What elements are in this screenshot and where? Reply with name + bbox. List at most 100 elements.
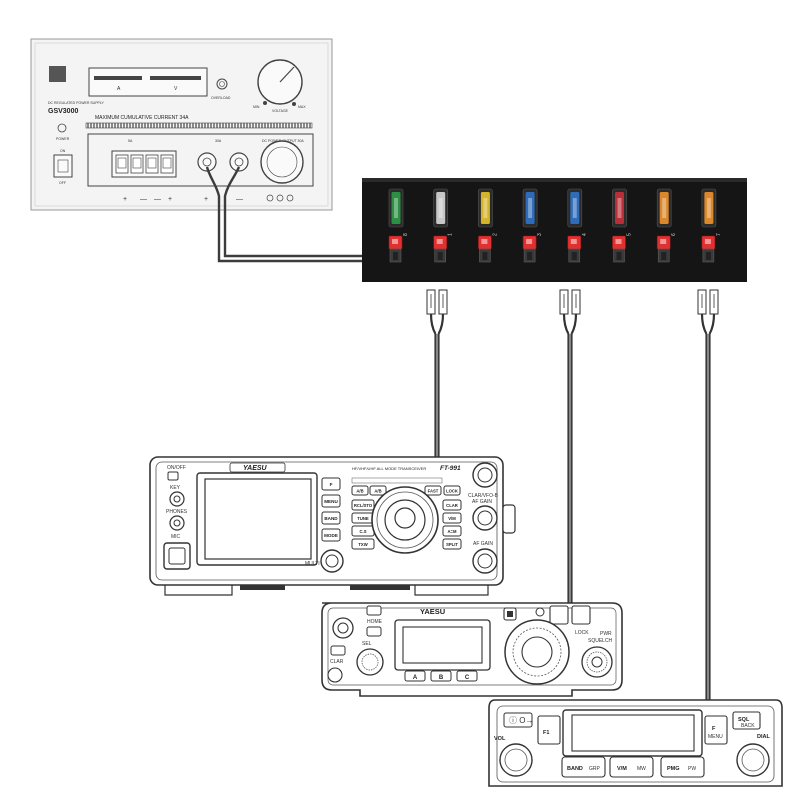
radio-button[interactable]: LOCK xyxy=(443,485,461,496)
radio-button[interactable]: A/B xyxy=(351,485,369,496)
radio-button-label: MENU xyxy=(324,499,338,504)
radio-button-label: V/M xyxy=(448,516,456,521)
blade-fuse[interactable] xyxy=(704,192,714,224)
mobile-sel-knob[interactable] xyxy=(356,648,384,676)
output-panel xyxy=(87,133,314,187)
mobile-mic-jack[interactable] xyxy=(332,617,354,639)
radio-button-label: MODE xyxy=(324,533,338,538)
mobile-small-knob[interactable] xyxy=(327,667,343,683)
radio-button[interactable]: MODE xyxy=(321,528,341,542)
overload-label: OVERLOAD xyxy=(211,96,231,100)
radio-button[interactable]: CLAR xyxy=(442,499,462,511)
radio-button-label: CLAR xyxy=(446,503,458,508)
ftm-f1-button[interactable] xyxy=(537,715,561,745)
ft991-clar-label: CLAR/VFO-B xyxy=(468,493,499,499)
radio-button[interactable]: TUNE xyxy=(351,512,375,524)
radio-button[interactable]: C.S xyxy=(351,525,375,537)
mobile-display xyxy=(402,626,483,664)
binding-post-positive[interactable] xyxy=(197,152,217,172)
fuse-channel: 3 xyxy=(522,188,543,263)
abc-button[interactable]: A xyxy=(404,670,426,682)
ft991-on-off: ON/OFF xyxy=(167,465,186,471)
ft991-touch-screen[interactable] xyxy=(204,478,312,560)
ftm-sql-label: SQL xyxy=(738,717,750,723)
ft991-power-button[interactable] xyxy=(167,471,179,481)
radio-button[interactable]: A=M xyxy=(442,525,462,537)
ft991-af-knob[interactable] xyxy=(472,505,498,531)
ft991-key-label: KEY xyxy=(170,485,181,491)
ft991-multi-knob[interactable] xyxy=(320,549,344,573)
drop-cable xyxy=(697,289,719,700)
max-label: MAX xyxy=(298,105,306,109)
ft991-model: FT-991 xyxy=(440,465,461,472)
psu-model: GSV3000 xyxy=(48,108,78,115)
radio-button[interactable]: RCL/STO xyxy=(351,499,375,511)
mobile-lock-button[interactable] xyxy=(549,605,569,625)
ft991-phones-jack[interactable] xyxy=(169,515,185,531)
terminal-block-label: 5A xyxy=(128,139,133,143)
radio-ftm-mobile: ⓘ O→ VOL F1 F MENU SQL BACK DIAL BAND GR… xyxy=(488,699,783,787)
radio-button-label: TUNE xyxy=(357,516,369,521)
mobile-squelch-label: SQUELCH xyxy=(588,638,613,644)
radio-button[interactable]: V/M xyxy=(442,512,462,524)
psu-tiny-caption: DC REGULATED POWER SUPPLY xyxy=(48,101,105,105)
blade-fuse[interactable] xyxy=(391,192,401,224)
ftm-pmg-button[interactable] xyxy=(660,756,705,778)
ft991-af-gain-label: AF GAIN xyxy=(472,499,492,505)
mobile-home-button[interactable] xyxy=(366,605,382,616)
ft991-rf-knob[interactable] xyxy=(472,548,498,574)
ftm-band-label: BAND xyxy=(567,766,583,772)
radio-button[interactable]: SPLIT xyxy=(442,538,462,550)
blade-fuse[interactable] xyxy=(525,192,535,224)
abc-button[interactable]: C xyxy=(456,670,478,682)
binding-post-negative[interactable] xyxy=(229,152,249,172)
ftm-vm-button[interactable] xyxy=(609,756,654,778)
radio-button-label: BAND xyxy=(324,516,338,521)
voltmeter-label: V xyxy=(174,86,178,92)
mobile-side-button[interactable] xyxy=(366,626,382,637)
mobile-brand: YAESU xyxy=(420,607,445,616)
blade-fuse[interactable] xyxy=(436,192,446,224)
mobile-pwr-button[interactable] xyxy=(571,605,591,625)
radio-button[interactable]: MENU xyxy=(321,494,341,508)
channel-number: 8 xyxy=(403,233,409,236)
abc-button-label: C xyxy=(465,675,470,681)
ftm-menu-button[interactable] xyxy=(704,715,728,745)
mobile-home-label: HOME xyxy=(367,619,383,625)
radio-button[interactable]: F xyxy=(321,477,341,491)
blade-fuse[interactable] xyxy=(480,192,490,224)
power-supply: DC REGULATED POWER SUPPLY GSV3000 A V OV… xyxy=(30,38,333,211)
ft991-clar-knob[interactable] xyxy=(472,462,498,488)
blade-fuse[interactable] xyxy=(615,192,624,224)
ftm-sql-button[interactable] xyxy=(732,711,761,730)
radio-button[interactable]: TXW xyxy=(351,538,375,550)
power-switch-indicator xyxy=(57,123,67,133)
min-label: MIN xyxy=(253,105,260,109)
overload-indicator xyxy=(216,78,228,90)
power-switch[interactable] xyxy=(53,154,73,178)
radio-button-label: RCL/STO xyxy=(354,503,373,508)
abc-button[interactable]: B xyxy=(430,670,452,682)
mobile-pwr-label: PWR xyxy=(600,631,612,637)
fuse-channel: 7 xyxy=(701,188,722,263)
blade-fuse[interactable] xyxy=(570,192,580,224)
ft991-key-jack[interactable] xyxy=(169,491,185,507)
channel-number: 5 xyxy=(627,233,633,236)
radio-button-label: F xyxy=(330,482,333,487)
ft991-mic-jack[interactable] xyxy=(163,542,191,570)
ftm-band-button[interactable] xyxy=(561,756,606,778)
off-label: OFF xyxy=(59,181,66,185)
radio-button[interactable]: BAND xyxy=(321,511,341,525)
blade-fuse[interactable] xyxy=(659,192,669,224)
mobile-indicator xyxy=(535,607,545,617)
radio-button-label: A=M xyxy=(448,529,457,534)
radio-button[interactable]: FAST xyxy=(424,485,442,496)
radio-button[interactable]: A/B xyxy=(369,485,387,496)
channel-number: 7 xyxy=(716,233,722,236)
mobile-clar-button[interactable] xyxy=(330,645,346,656)
ftm-menu-label: MENU xyxy=(708,734,723,740)
